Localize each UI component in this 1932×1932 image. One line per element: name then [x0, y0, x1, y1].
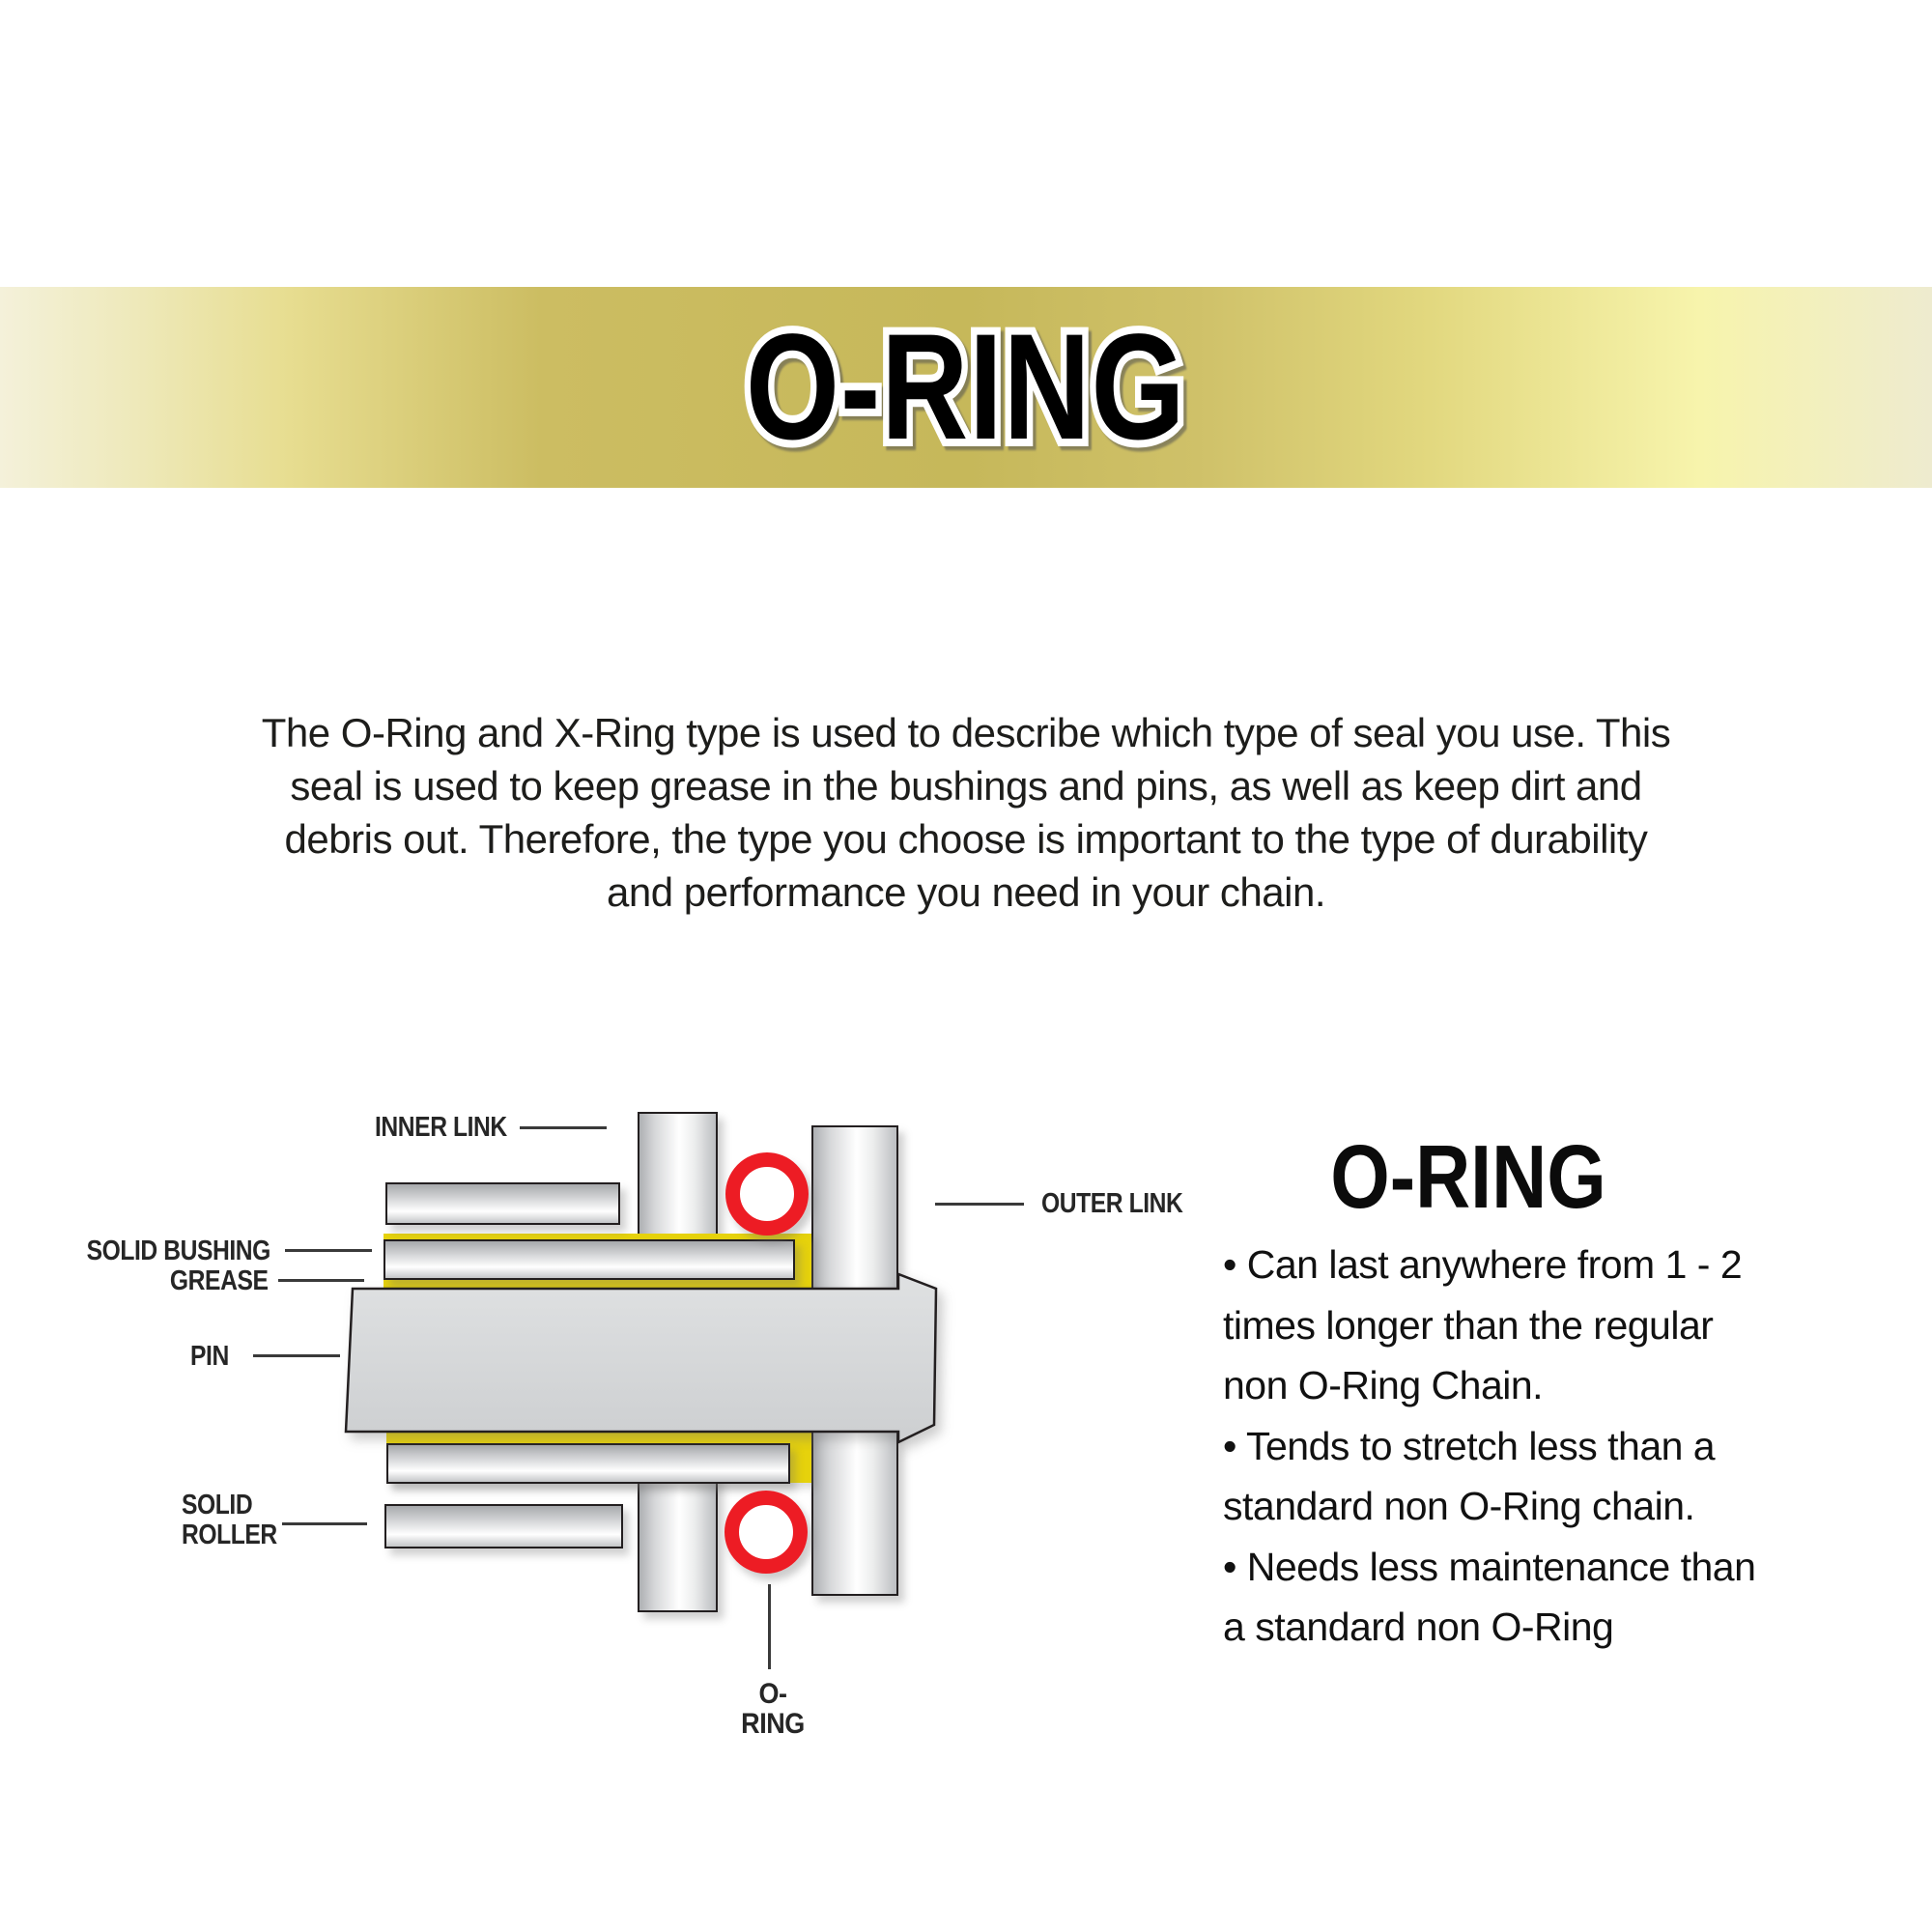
inner-link-leader-line [520, 1126, 607, 1129]
panel-bullet-list: • Can last anywhere from 1 - 2 times lon… [1223, 1235, 1822, 1658]
bullet-stretch: • Tends to stretch less than a standard … [1223, 1423, 1716, 1529]
bullet-maintenance: • Needs less maintenance than a standard… [1223, 1544, 1756, 1650]
bullet-durability: • Can last anywhere from 1 - 2 times lon… [1223, 1242, 1743, 1407]
grease-leader-line [278, 1279, 364, 1282]
gold-banner: O-RING O-RING [0, 287, 1932, 488]
inner-link-label: INNER LINK [375, 1112, 507, 1143]
solid-roller-leader-line [282, 1522, 367, 1525]
solid-roller-upper [385, 1182, 620, 1225]
o-ring-label: O-RING [741, 1678, 805, 1740]
banner-title-wrap: O-RING O-RING [0, 287, 1932, 488]
o-ring-leader-line [768, 1584, 771, 1669]
o-ring-seal-upper [725, 1152, 809, 1236]
pin-leader-line [253, 1354, 340, 1357]
solid-bushing-lower [386, 1443, 790, 1484]
grease-label: GREASE [169, 1265, 268, 1296]
intro-paragraph: The O-Ring and X-Ring type is used to de… [261, 710, 1671, 915]
banner-title-outline: O-RING [740, 303, 1191, 471]
solid-bushing-upper [384, 1239, 795, 1280]
pin-shape [344, 1272, 938, 1444]
outer-link-leader-line [935, 1203, 1024, 1206]
solid-bushing-leader-line [285, 1249, 372, 1252]
outer-link-label: OUTER LINK [1041, 1188, 1183, 1219]
o-ring-seal-lower [724, 1491, 808, 1574]
banner-title: O-RING [746, 303, 1186, 471]
panel-heading: O-RING [1330, 1126, 1606, 1227]
solid-bushing-label: SOLID BUSHING [86, 1236, 271, 1266]
solid-roller-label: SOLID ROLLER [182, 1490, 277, 1550]
solid-roller-lower [384, 1504, 623, 1548]
pin-label: PIN [190, 1341, 229, 1372]
